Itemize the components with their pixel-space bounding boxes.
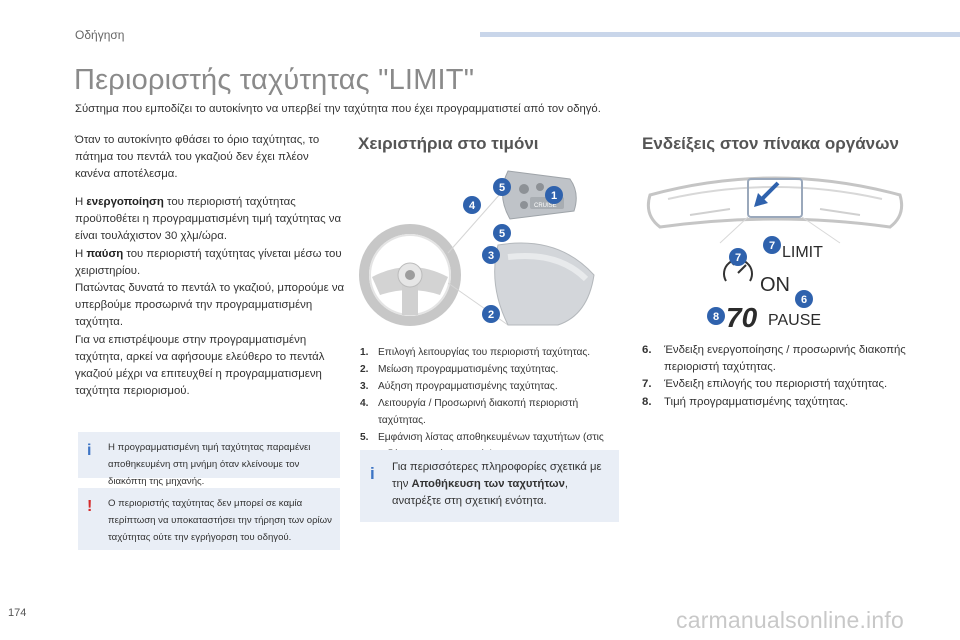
list-item-number: 4. <box>360 398 369 409</box>
list-item-number: 6. <box>642 344 652 356</box>
arrow-icon <box>754 181 780 207</box>
list-item: 8. Τιμή προγραμματισμένης ταχύτητας. <box>642 394 907 411</box>
warning-note: ! Ο περιοριστής ταχύτητας δεν μπορεί σε … <box>78 488 340 550</box>
callout-5a: 5 <box>493 178 511 196</box>
text-span: του περιοριστή ταχύτητας γίνεται μέσω το… <box>75 247 342 277</box>
list-item-text: Ένδειξη ενεργοποίησης / προσωρινής διακο… <box>664 344 906 374</box>
wheel-heading: Χειριστήρια στο τιμόνι <box>358 134 539 153</box>
text-span: Η <box>75 247 87 260</box>
text-span: Η <box>75 196 87 208</box>
text-span: , ανατρέξτε στη σχετική ενότητα. <box>392 478 569 507</box>
callout-8: 8 <box>707 307 725 325</box>
instrument-panel-illustration: LIMIT ON 70 PAUSE 7 7 6 8 <box>640 165 910 335</box>
watermark: carmanualsonline.info <box>676 607 904 633</box>
callout-6-text: 6 <box>801 294 807 306</box>
wheel-items-list: 1. Επιλογή λειτουργίας του περιοριστή ταχ… <box>360 344 622 463</box>
page-number: 174 <box>8 607 27 619</box>
callout-7a: 7 <box>763 236 781 254</box>
callout-3-text: 3 <box>488 250 494 262</box>
list-item-text: Τιμή προγραμματισμένης ταχύτητας. <box>664 395 849 408</box>
steering-wheel-illustration: CRUISE 1 5 4 5 3 2 <box>358 165 620 335</box>
list-item: 1. Επιλογή λειτουργίας του περιοριστή ταχ… <box>360 344 622 361</box>
info-icon: i <box>370 464 375 483</box>
callout-7b: 7 <box>729 248 747 266</box>
list-item: 2. Μείωση προγραμματισμένης ταχύτητας. <box>360 361 622 378</box>
callout-2: 2 <box>482 305 500 323</box>
list-item: 6. Ένδειξη ενεργοποίησης / προσωρινής δια… <box>642 342 907 376</box>
instrument-panel-svg: LIMIT ON 70 PAUSE 7 7 6 8 <box>646 176 904 333</box>
more-info-text: Για περισσότερες πληροφορίες σχετικά με … <box>392 459 614 510</box>
intro-text-1: Όταν το αυτοκίνητο φθάσει το όριο ταχύτη… <box>75 134 320 181</box>
pause-label: PAUSE <box>768 312 821 329</box>
dash-items-list: 6. Ένδειξη ενεργοποίησης / προσωρινής δια… <box>642 342 907 411</box>
list-item: 3. Αύξηση προγραμματισμένης ταχύτητας. <box>360 378 622 395</box>
speed-memory-link[interactable]: Αποθήκευση των ταχυτήτων <box>411 478 565 490</box>
callout-1: 1 <box>545 186 563 204</box>
steering-wheel-svg: CRUISE 1 5 4 5 3 2 <box>359 170 595 326</box>
intro-paragraph-1: Όταν το αυτοκίνητο φθάσει το όριο ταχύτη… <box>75 132 345 184</box>
limiter-display: LIMIT ON 70 PAUSE <box>723 244 823 333</box>
more-info-box: i Για περισσότερες πληροφορίες σχετικά μ… <box>360 450 619 522</box>
list-item-text: Λειτουργία / Προσωρινή διακοπή περιοριστ… <box>378 398 579 426</box>
callout-1-text: 1 <box>551 190 557 202</box>
list-item: 4. Λειτουργία / Προσωρινή διακοπή περιορι… <box>360 395 622 429</box>
page-title: Περιοριστής ταχύτητας "LIMIT" <box>74 64 475 96</box>
callout-5b: 5 <box>493 224 511 242</box>
warning-note-text: Ο περιοριστής ταχύτητας δεν μπορεί σε κα… <box>108 498 332 543</box>
info-note: i Η προγραμματισμένη τιμή ταχύτητας παρα… <box>78 432 340 487</box>
list-item-number: 1. <box>360 347 369 358</box>
intro-text-2: Η ενεργοποίηση του περιοριστή ταχύτητας … <box>75 194 345 246</box>
list-item-text: Μείωση προγραμματισμένης ταχύτητας. <box>378 364 559 375</box>
intro-text-3: Η παύση του περιοριστή ταχύτητας γίνεται… <box>75 246 345 280</box>
list-item-number: 2. <box>360 364 369 375</box>
callout-5a-text: 5 <box>499 182 505 194</box>
callout-2-text: 2 <box>488 309 494 321</box>
cruise-label: CRUISE <box>534 203 557 209</box>
callout-4-text: 4 <box>469 200 476 212</box>
text-span: του περιοριστή ταχύτητας προϋποθέτει η π… <box>75 196 342 243</box>
callout-4: 4 <box>463 196 481 214</box>
list-item-number: 5. <box>360 432 369 443</box>
cruise-stalk: CRUISE <box>502 170 577 220</box>
limit-label: LIMIT <box>782 244 823 261</box>
list-item-number: 8. <box>642 395 652 408</box>
intro-text-5: Για να επιστρέψουμε στην προγραμματισμέν… <box>75 333 325 398</box>
callout-8-text: 8 <box>713 311 719 323</box>
text-span: Για περισσότερες πληροφορίες σχετικά με … <box>392 461 602 490</box>
info-note-text: Η προγραμματισμένη τιμή ταχύτητας παραμέ… <box>108 442 311 487</box>
list-item: 7. Ένδειξη επιλογής του περιοριστή ταχύτη… <box>642 376 907 393</box>
list-item-number: 7. <box>642 378 652 391</box>
dash-heading: Ενδείξεις στον πίνακα οργάνων <box>642 134 899 153</box>
callout-7a-text: 7 <box>769 240 775 252</box>
speed-value: 70 <box>726 302 758 333</box>
intro-text-4: Πατώντας δυνατά το πεντάλ το γκαζιού, μπ… <box>75 282 345 329</box>
list-item-text: Αύξηση προγραμματισμένης ταχύτητας. <box>378 381 558 392</box>
list-item-text: Ένδειξη επιλογής του περιοριστή ταχύτητα… <box>664 378 888 391</box>
intro-body: Η ενεργοποίηση του περιοριστή ταχύτητας … <box>75 194 345 400</box>
list-item-text: Επιλογή λειτουργίας του περιοριστή ταχύτ… <box>378 347 591 358</box>
callout-6: 6 <box>795 290 813 308</box>
warning-icon: ! <box>87 498 93 515</box>
header-bar <box>480 32 960 37</box>
on-label: ON <box>760 274 790 296</box>
list-item-number: 3. <box>360 381 369 392</box>
callout-7b-text: 7 <box>735 252 741 264</box>
callout-5b-text: 5 <box>499 228 505 240</box>
page-subtitle: Σύστημα που εμποδίζει το αυτοκίνητο να υ… <box>75 103 601 115</box>
info-icon: i <box>87 442 92 459</box>
steering-wheel <box>359 224 461 326</box>
pause-term: παύση <box>86 247 124 260</box>
callout-3: 3 <box>482 246 500 264</box>
activation-term: ενεργοποίηση <box>86 196 164 208</box>
stalk-lever <box>494 242 595 326</box>
section-label: Οδήγηση <box>75 28 125 42</box>
